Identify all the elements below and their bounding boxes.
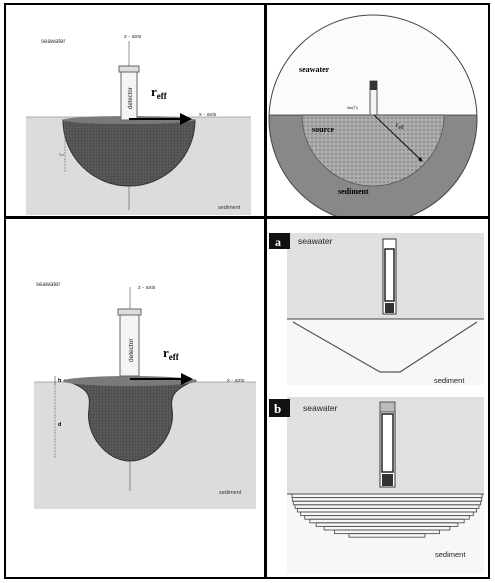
depression-outline bbox=[292, 321, 478, 373]
bowl-top bbox=[63, 376, 197, 386]
sediment-region bbox=[287, 319, 484, 385]
r-eff-small-label: reff bbox=[59, 151, 64, 157]
seawater-label: seawater bbox=[303, 403, 338, 413]
detector-crystal bbox=[381, 413, 394, 473]
sediment-label: sediment bbox=[219, 490, 242, 496]
panel-b: b seawater sediment bbox=[269, 397, 484, 574]
detector-cap bbox=[379, 401, 396, 413]
hemisphere-model-panel: detector seawater z - axis x - axis reff… bbox=[26, 34, 251, 215]
x-axis-label: x - axis bbox=[199, 112, 217, 118]
sediment-label: sediment bbox=[435, 550, 466, 559]
panel-b-tag: b bbox=[274, 401, 281, 416]
layer-step bbox=[348, 533, 426, 538]
r-eff-label: reff bbox=[163, 345, 180, 362]
bowl-volume bbox=[63, 379, 197, 462]
detector-cap bbox=[117, 308, 142, 316]
detector-base bbox=[382, 474, 393, 486]
panel-divider-vertical bbox=[264, 3, 267, 579]
panel-a-tag: a bbox=[275, 235, 281, 249]
bowl-model-panel: detector seawater z - axis x - axis reff… bbox=[34, 282, 256, 509]
panel-a: a seawater sediment bbox=[269, 233, 484, 385]
detector-top bbox=[370, 81, 377, 90]
source-region bbox=[301, 114, 445, 187]
detector-label: detector bbox=[128, 87, 134, 109]
panel-a-tag-box bbox=[269, 233, 290, 249]
h-label: h bbox=[58, 378, 62, 384]
seawater-label: seawater bbox=[298, 236, 333, 246]
stepped-layers bbox=[291, 493, 483, 538]
seawater-label: seawater bbox=[36, 282, 60, 288]
detector-label: detector bbox=[128, 338, 135, 362]
z-axis-label: z - axis bbox=[138, 285, 156, 291]
detector-base bbox=[385, 303, 394, 313]
r-eff-arrow bbox=[373, 114, 423, 162]
circular-section-panel: seawater NaI(Tl) source reff sediment bbox=[268, 14, 478, 216]
seawater-label: seawater bbox=[41, 39, 65, 45]
sediment-label: sediment bbox=[434, 376, 465, 385]
z-axis-label: z - axis bbox=[124, 34, 142, 40]
detector-cap bbox=[118, 65, 140, 73]
r-eff-label: reff bbox=[396, 121, 404, 131]
panel-divider-horizontal bbox=[4, 216, 490, 219]
domain-circle bbox=[268, 14, 478, 216]
detector-tag: NaI(Tl) bbox=[347, 106, 358, 110]
sediment-label: sediment bbox=[218, 205, 241, 211]
r-eff-label: reff bbox=[151, 84, 168, 101]
panel-b-tag-box bbox=[269, 399, 290, 417]
detector-crystal bbox=[384, 248, 395, 302]
sediment-label: sediment bbox=[338, 187, 369, 196]
seawater-label: seawater bbox=[299, 65, 330, 74]
hemisphere-volume bbox=[62, 119, 196, 187]
x-axis-label: x - axis bbox=[227, 378, 245, 384]
source-label: source bbox=[312, 125, 335, 134]
figure-frame bbox=[4, 3, 490, 579]
d-label: d bbox=[58, 422, 61, 428]
